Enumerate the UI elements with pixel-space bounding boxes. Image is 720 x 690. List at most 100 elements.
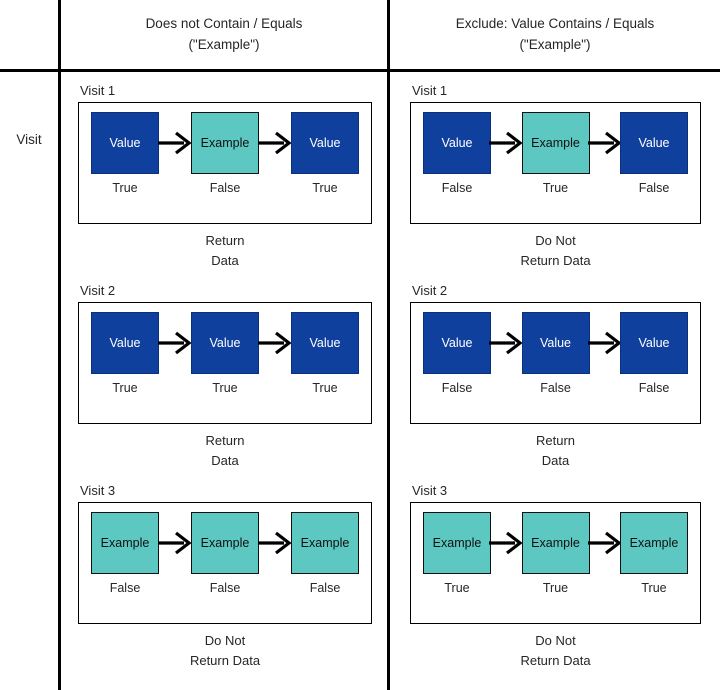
node-chip-example: Example: [521, 112, 590, 175]
arrow-right-icon: [158, 512, 192, 574]
node-boolean-label: True: [542, 181, 569, 196]
node-chip-value: Value: [91, 112, 159, 175]
node-chip-value: Value: [291, 112, 359, 175]
verdict-line: Do Not: [535, 633, 576, 649]
arrow-right-icon: [258, 512, 292, 574]
verdict-line: Return: [535, 433, 576, 449]
verdict-line: Return: [205, 433, 245, 449]
visit-title: Visit 2: [80, 283, 116, 298]
arrow-right-icon: [158, 112, 192, 174]
node-chip-example: Example: [191, 512, 259, 575]
node-boolean-label: False: [441, 381, 473, 396]
verdict-line: Data: [211, 453, 239, 469]
node-boolean-label: False: [638, 181, 670, 196]
node-chip-value: Value: [620, 312, 688, 375]
node-boolean-label: True: [444, 581, 470, 596]
column-header-line1: Does not Contain / Equals: [145, 16, 303, 32]
arrow-right-icon: [158, 312, 192, 374]
column-header-does-not-contain: Does not Contain / Equals ("Example"): [61, 0, 387, 69]
node-chip-example: Example: [191, 112, 259, 175]
verdict-line: Return Data: [189, 653, 261, 669]
node-boolean-label: False: [109, 581, 141, 596]
node-chip-value: Value: [423, 112, 491, 175]
node-boolean-label: False: [540, 381, 571, 396]
node-boolean-label: False: [209, 581, 241, 596]
column-header-line2: ("Example"): [519, 36, 591, 52]
arrow-right-icon: [258, 312, 292, 374]
node-chip-example: Example: [620, 512, 688, 575]
row-header-label: Visit: [16, 131, 42, 147]
verdict-line: Return Data: [520, 253, 591, 269]
row-header-visit: Visit: [0, 69, 58, 209]
node-chip-value: Value: [91, 312, 159, 375]
node-chip-value: Value: [291, 312, 359, 375]
verdict-line: Do Not: [535, 233, 576, 249]
column-header-line1: Exclude: Value Contains / Equals: [455, 16, 655, 32]
column-header-exclude-value-contains: Exclude: Value Contains / Equals ("Examp…: [390, 0, 720, 69]
arrow-right-icon: [587, 512, 622, 574]
node-boolean-label: False: [638, 381, 670, 396]
node-boolean-label: False: [441, 181, 473, 196]
verdict-line: Return: [205, 233, 245, 249]
node-chip-value: Value: [521, 312, 590, 375]
verdict-line: Data: [541, 453, 570, 469]
visit-title: Visit 3: [80, 483, 116, 498]
node-boolean-label: True: [312, 381, 338, 396]
visit-title: Visit 1: [80, 83, 116, 98]
node-chip-example: Example: [423, 512, 491, 575]
header-divider-horizontal: [0, 69, 720, 72]
visit-title: Visit 2: [412, 283, 448, 298]
arrow-right-icon: [587, 312, 622, 374]
node-chip-example: Example: [91, 512, 159, 575]
node-chip-value: Value: [423, 312, 491, 375]
node-boolean-label: True: [312, 181, 338, 196]
verdict-line: Data: [211, 253, 239, 269]
node-chip-example: Example: [291, 512, 359, 575]
visit-title: Visit 1: [412, 83, 448, 98]
column-header-line2: ("Example"): [188, 36, 260, 52]
column-divider-row-label: [58, 0, 61, 690]
column-divider-middle: [387, 0, 390, 690]
visit-title: Visit 3: [412, 483, 448, 498]
node-boolean-label: True: [542, 581, 569, 596]
node-boolean-label: False: [209, 181, 241, 196]
node-boolean-label: True: [112, 181, 138, 196]
arrow-right-icon: [489, 512, 523, 574]
arrow-right-icon: [489, 312, 523, 374]
